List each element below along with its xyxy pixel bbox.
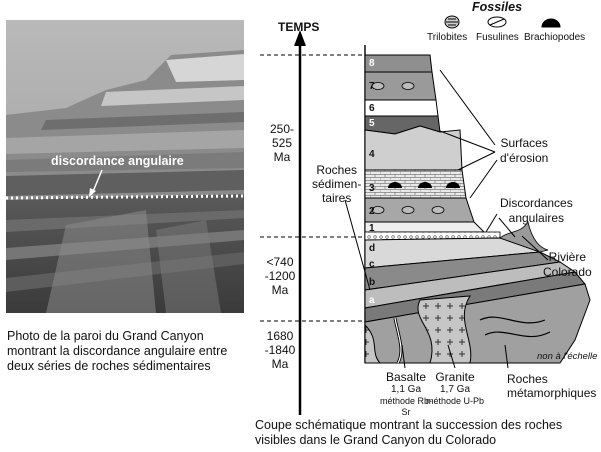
label-basalte-age: 1,1 Ga — [390, 384, 422, 395]
trilobite-icon — [444, 15, 460, 29]
legend-trilobites: Trilobites — [427, 32, 468, 43]
label-riviere-line1: Rivière — [548, 250, 587, 264]
brachiopod-icon — [541, 18, 561, 28]
photo-caption: Photo de la paroi du Grand Canyon montra… — [7, 329, 228, 373]
photo-label: discordance angulaire — [51, 154, 184, 168]
label-metamorphiques: Roches métamorphiques — [507, 372, 596, 400]
label-surfaces-line1: Surfaces — [500, 136, 548, 150]
label-metamorphiques-line1: Roches — [507, 372, 548, 386]
layer-1 — [364, 221, 486, 233]
layer-number-5: 5 — [369, 118, 375, 129]
label-surfaces-line2: d'érosion — [500, 151, 549, 165]
time-label-3-line1: 1680 — [266, 329, 294, 343]
fossils-title: Fossiles — [472, 0, 523, 14]
leader-lines — [344, 69, 549, 369]
layer-letter-a: a — [369, 295, 375, 306]
trilobite-symbols — [371, 82, 445, 214]
label-granite-name: Granite — [435, 370, 475, 384]
label-roches-sed-line1: Roches — [316, 163, 358, 177]
layer-number-1: 1 — [369, 223, 375, 234]
label-surfaces-erosion: Surfaces d'érosion — [500, 136, 548, 166]
time-label-1-line3: Ma — [273, 150, 291, 164]
legend-fusulines: Fusulines — [476, 32, 519, 43]
layer-letter-c: c — [369, 259, 375, 270]
label-roches-sed-line2: sédimen- — [312, 177, 362, 191]
label-basalte-name: Basalte — [385, 370, 427, 384]
layer-8 — [364, 54, 433, 73]
label-metamorphiques-line2: métamorphiques — [507, 386, 597, 400]
time-label-1: 250- 525 Ma — [268, 122, 296, 164]
label-discordances: Discordances angulaires — [500, 196, 573, 226]
layer-number-3: 3 — [369, 183, 375, 194]
time-label-2-line2: -1200 — [264, 269, 296, 283]
time-label-2-line1: <740 — [266, 255, 294, 269]
basement — [364, 283, 591, 364]
label-basalte-method: méthode Rb-Sr — [379, 396, 433, 417]
fossil-legend-icons — [444, 15, 561, 29]
time-label-3-line3: Ma — [271, 357, 289, 371]
tilted-series — [364, 237, 586, 323]
label-granite-age: 1,7 Ga — [439, 384, 471, 395]
layer-4 — [364, 125, 463, 171]
label-discordances-line2: angulaires — [508, 211, 565, 225]
label-roches-sedimentaires: Roches sédimen- taires — [312, 163, 361, 205]
layer-number-6: 6 — [369, 103, 375, 114]
time-label-3-line2: -1840 — [264, 343, 296, 357]
label-granite: Granite 1,7 Ga méthode U-Pb — [420, 370, 490, 407]
time-label-3: 1680 -1840 Ma — [262, 329, 298, 371]
time-label-2-line3: Ma — [271, 283, 289, 297]
river-gorge — [499, 220, 549, 253]
label-riviere-colorado: Rivière Colorado — [543, 250, 592, 280]
label-scale-note: non à l'échelle — [537, 351, 598, 362]
legend-brachiopodes: Brachiopodes — [524, 32, 586, 43]
time-label-1-line2: 525 — [271, 136, 293, 150]
time-label-2: <740 -1200 Ma — [262, 255, 298, 297]
layer-number-8: 8 — [369, 58, 375, 69]
diagram-caption: Coupe schématique montrant la succession… — [255, 418, 563, 447]
label-basalte: Basalte 1,1 Ga méthode Rb-Sr — [376, 370, 436, 418]
layer-number-4: 4 — [369, 149, 375, 160]
brachiopod-symbols — [388, 182, 460, 188]
time-axis-title: TEMPS — [278, 20, 320, 34]
label-discordances-line1: Discordances — [500, 196, 573, 210]
layer-number-7: 7 — [369, 81, 375, 92]
label-riviere-line2: Colorado — [543, 265, 592, 279]
fusuline-icon — [487, 16, 507, 28]
layer-letter-d: d — [369, 243, 376, 254]
grand-canyon-photo: discordance angulaire — [5, 20, 245, 313]
label-granite-method: méthode U-Pb — [425, 396, 485, 406]
layer-number-2: 2 — [369, 206, 375, 217]
photo-illustration — [5, 20, 245, 313]
label-roches-sed-line3: taires — [322, 191, 352, 205]
layer-6 — [364, 99, 439, 117]
layer-letter-b: b — [369, 277, 376, 288]
time-label-1-line1: 250- — [269, 122, 295, 136]
